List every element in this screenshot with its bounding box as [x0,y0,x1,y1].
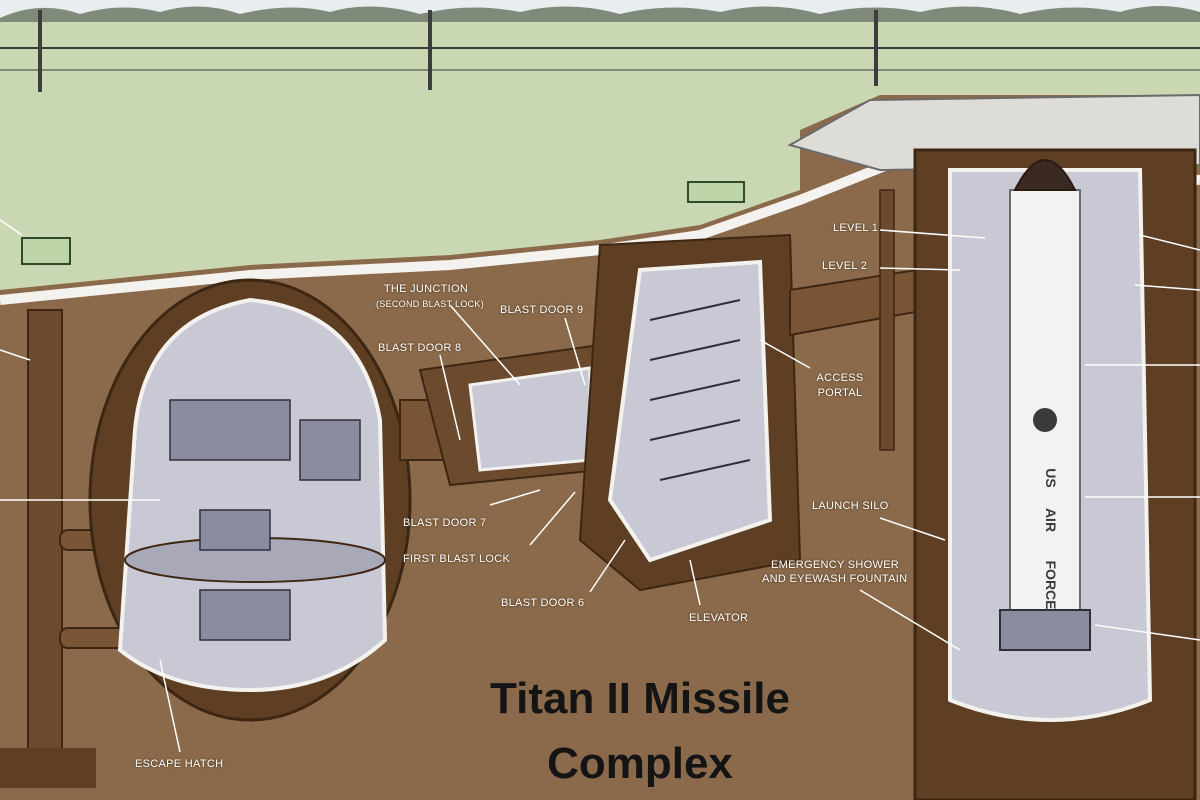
diagram-title-line2: Complex [547,739,733,788]
escape-hatch-base [0,748,96,788]
escape-hatch-shaft [27,309,63,781]
label-access-portal-line1: ACCESS [816,372,864,384]
titan-ii-missile [999,159,1091,651]
label-blast-door-8: BLAST DOOR 8 [378,342,462,354]
perimeter-fence [0,10,1200,92]
grass-surface [0,22,1200,290]
surface-vent [21,237,71,265]
diagram-title-line1: Titan II Missile [490,674,790,723]
missile-marking: US AIR FORCE [1043,468,1059,609]
control-center-equipment [169,399,361,641]
label-the-junction: THE JUNCTION [383,283,469,295]
label-blast-door-9: BLAST DOOR 9 [500,304,584,316]
label-escape-hatch: ESCAPE HATCH [135,758,224,770]
the-junction-interior [468,366,592,472]
missile-marking-air: AIR [1043,508,1059,532]
label-elevator: ELEVATOR [689,612,749,624]
label-emergency-shower-line1: EMERGENCY SHOWER [771,559,900,571]
leader-lines [0,219,1200,753]
label-access-portal-line2: PORTAL [817,387,863,399]
silo-support-column [879,189,895,451]
access-portal-interior [607,259,773,563]
control-center-interior [117,297,388,693]
label-blast-door-6: BLAST DOOR 6 [501,597,585,609]
label-emergency-shower-line2: AND EYEWASH FOUNTAIN [762,573,908,585]
label-first-blast-lock: FIRST BLAST LOCK [403,553,511,565]
missile-marking-us: US [1043,468,1059,487]
label-level-1: LEVEL 1 [833,222,879,234]
missile-marking-force: FORCE [1043,561,1059,610]
surface-vent [687,181,745,203]
label-second-blast-lock: (SECOND BLAST LOCK) [375,299,485,309]
stairways [649,299,751,481]
label-level-2: LEVEL 2 [822,260,868,272]
label-launch-silo: LAUNCH SILO [812,500,889,512]
label-blast-door-7: BLAST DOOR 7 [403,517,487,529]
